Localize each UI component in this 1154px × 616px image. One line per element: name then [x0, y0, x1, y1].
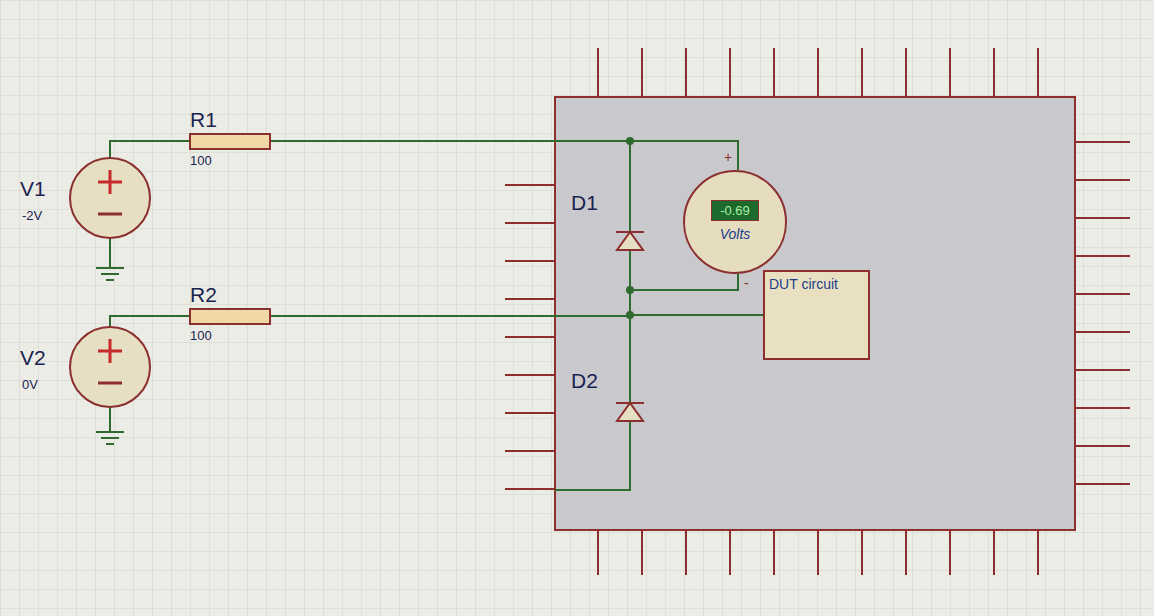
chip-pins: [505, 48, 1130, 575]
source-value: -2V: [22, 209, 42, 222]
terminal-sign: +: [724, 150, 732, 164]
meter-outline: [683, 170, 787, 274]
diode-name: D1: [571, 192, 598, 213]
resistor-value: 100: [190, 329, 212, 342]
source-value: 0V: [22, 378, 38, 391]
dut-label: DUT circuit: [769, 276, 864, 292]
source-name: V2: [20, 347, 46, 368]
meter-unit: Volts: [720, 224, 751, 244]
chip-body: [555, 97, 1075, 530]
terminal-sign: -: [744, 276, 749, 290]
resistor-name: R2: [190, 284, 217, 305]
meter-reading: -0.69: [711, 200, 759, 221]
resistor-value: 100: [190, 154, 212, 167]
dut-box: DUT circuit: [763, 270, 870, 360]
wire-connector: [630, 274, 763, 315]
voltage-sources: [70, 158, 150, 407]
resistor-name: R1: [190, 109, 217, 130]
voltmeter: -0.69Volts: [683, 170, 787, 274]
resistor-symbols: [190, 134, 270, 324]
source-name: V1: [20, 178, 46, 199]
diode-symbols: [616, 232, 644, 421]
diode-name: D2: [571, 370, 598, 391]
